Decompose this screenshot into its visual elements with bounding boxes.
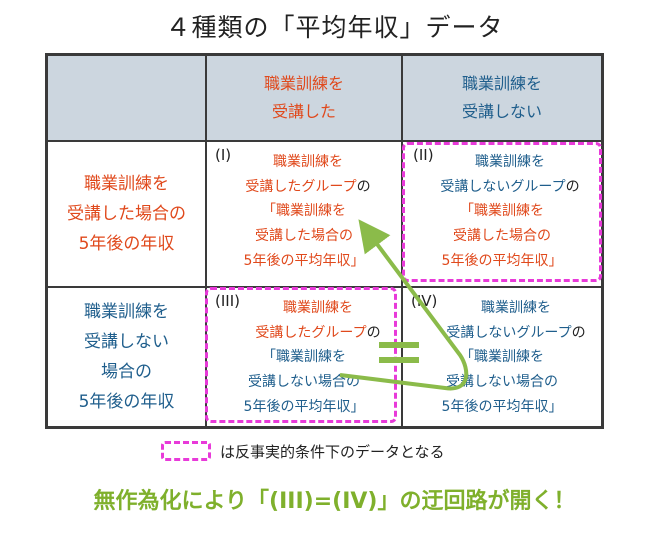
col-header-trained-label: 職業訓練を 受講した	[263, 74, 344, 121]
equals-bar-bottom	[379, 357, 419, 363]
cell-III-suffix: の	[366, 325, 381, 341]
diagram-title: ４種類の「平均年収」データ	[165, 13, 504, 42]
cell-III-group: 職業訓練を 受講したグループ	[255, 300, 367, 341]
cell-IV: (IV) 職業訓練を 受講しないグループの 「職業訓練を 受講しない場合の 5年…	[402, 287, 602, 427]
col-header-untrained: 職業訓練を 受講しない	[402, 55, 602, 141]
cell-II-suffix: の	[565, 179, 580, 195]
cell-IV-suffix: の	[571, 325, 586, 341]
detour-arrow	[339, 219, 469, 391]
row-header-untrained-label: 職業訓練を 受講しない 場合の 5年後の年収	[78, 302, 175, 412]
row-header-trained-label: 職業訓練を 受講した場合の 5年後の年収	[67, 174, 186, 254]
cell-I: (I) 職業訓練を 受講したグループの 「職業訓練を 受講した場合の 5年後の平…	[206, 141, 402, 287]
cell-II: (II) 職業訓練を 受講しないグループの 「職業訓練を 受講した場合の 5年後…	[402, 141, 602, 287]
cell-II-id: (II)	[413, 146, 434, 164]
equals-bar-top	[379, 342, 419, 348]
col-header-trained: 職業訓練を 受講した	[206, 55, 402, 141]
col-header-untrained-label: 職業訓練を 受講しない	[461, 74, 542, 121]
row-header-trained: 職業訓練を 受講した場合の 5年後の年収	[47, 141, 206, 287]
cell-I-suffix: の	[356, 179, 371, 195]
cell-IV-data: 「職業訓練を 受講しない場合の 5年後の平均年収」	[441, 349, 563, 415]
counterfactual-box-III	[205, 287, 397, 423]
cell-IV-group: 職業訓練を 受講しないグループ	[446, 300, 572, 341]
cell-I-id: (I)	[215, 146, 232, 164]
cell-II-group: 職業訓練を 受講しないグループ	[440, 154, 566, 195]
legend-dashed-box	[161, 441, 211, 461]
cell-II-data: 「職業訓練を 受講した場合の 5年後の平均年収」	[441, 203, 563, 269]
data-grid: 職業訓練を 受講した 職業訓練を 受講しない 職業訓練を 受講した場合の 5年後…	[45, 53, 604, 429]
row-header-untrained: 職業訓練を 受講しない 場合の 5年後の年収	[47, 287, 206, 427]
cell-I-group: 職業訓練を 受講したグループ	[245, 154, 357, 195]
legend-text: は反事実的条件下のデータとなる	[220, 443, 445, 461]
conclusion-text: 無作為化により「(III)=(IV)」の迂回路が開く！	[93, 489, 576, 514]
cell-III-id: (III)	[215, 292, 240, 310]
counterfactual-box-II	[402, 142, 602, 282]
corner-cell	[47, 55, 206, 141]
cell-I-data: 「職業訓練を 受講した場合の 5年後の平均年収」	[243, 203, 365, 269]
cell-III-data: 「職業訓練を 受講しない場合の 5年後の平均年収」	[243, 349, 365, 415]
